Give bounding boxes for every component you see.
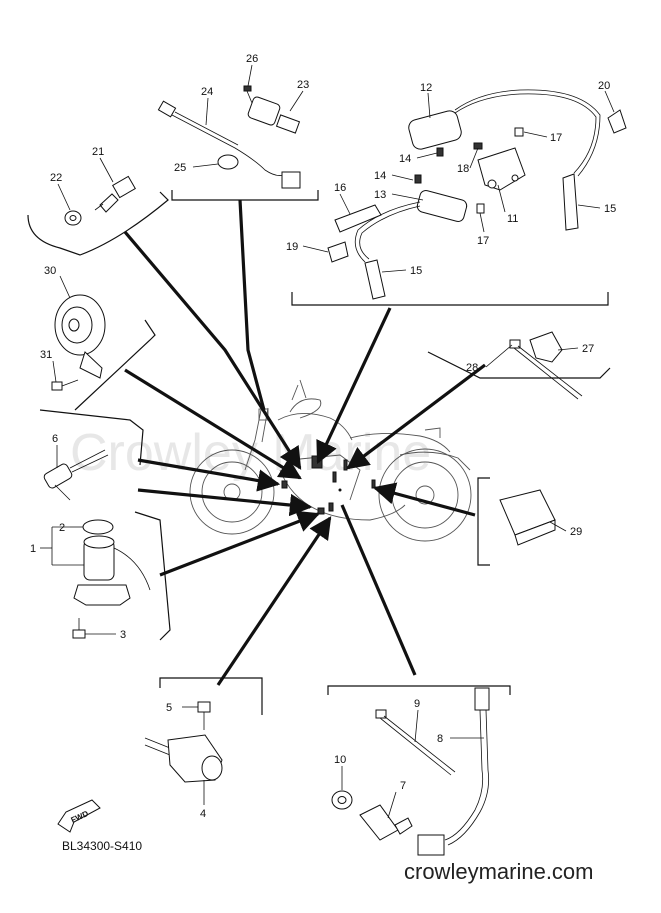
callout-29: 29 xyxy=(570,526,582,538)
callout-1: 1 xyxy=(30,543,36,555)
part-30-horn xyxy=(54,294,106,379)
part-24-lead-wire xyxy=(157,100,301,189)
heavy-leaders xyxy=(123,199,486,686)
part-13-ignition-coil xyxy=(354,190,468,263)
part-14-bolt-lower xyxy=(414,174,422,184)
callout-numbers: 1 2 3 4 5 6 7 8 9 10 11 12 13 14 14 15 1… xyxy=(30,53,616,820)
callout-20: 20 xyxy=(598,80,610,92)
callout-3: 3 xyxy=(120,629,126,641)
part-5-bolt xyxy=(197,701,211,730)
part-23-sensor xyxy=(247,96,301,134)
callout-17-upper: 17 xyxy=(550,132,562,144)
part-26-bolt xyxy=(243,85,253,104)
callout-21: 21 xyxy=(92,146,104,158)
callout-23: 23 xyxy=(297,79,309,91)
callout-25: 25 xyxy=(174,162,186,174)
callout-8: 8 xyxy=(437,733,443,745)
callout-5: 5 xyxy=(166,702,172,714)
part-27-clamp xyxy=(529,331,563,363)
group-brackets xyxy=(27,190,611,715)
fwd-arrow-icon: FWD xyxy=(57,799,101,833)
callout-7: 7 xyxy=(400,780,406,792)
callout-9: 9 xyxy=(414,698,420,710)
part-25-clamp xyxy=(217,154,239,170)
callout-11: 11 xyxy=(507,213,518,225)
part-17-collar-lower xyxy=(476,203,485,214)
site-watermark: crowleymarine.com xyxy=(404,859,594,884)
part-7-spark-plug xyxy=(359,804,413,841)
part-12-ignition-coil xyxy=(408,89,601,177)
part-15-plug-cap-left xyxy=(364,259,386,300)
callout-14-lower: 14 xyxy=(374,170,386,182)
part-16-tube xyxy=(334,204,382,233)
part-11-bracket xyxy=(477,147,526,191)
callout-24: 24 xyxy=(201,86,213,98)
callout-6: 6 xyxy=(52,433,58,445)
callout-27: 27 xyxy=(582,343,594,355)
callout-19: 19 xyxy=(286,241,298,253)
part-19-clip xyxy=(327,241,349,263)
callout-18: 18 xyxy=(457,163,469,175)
callout-2: 2 xyxy=(59,522,65,534)
callout-4: 4 xyxy=(200,808,206,820)
part-21-sensor xyxy=(94,175,136,213)
callout-22: 22 xyxy=(50,172,62,184)
callout-10: 10 xyxy=(334,754,346,766)
part-17-collar xyxy=(514,127,524,137)
part-31-bolt xyxy=(51,379,79,391)
part-10-washer xyxy=(331,790,353,810)
callout-16: 16 xyxy=(334,182,346,194)
callout-31: 31 xyxy=(40,349,52,361)
part-3-bolt xyxy=(72,618,86,639)
callout-28: 28 xyxy=(466,362,478,374)
part-15-plug-cap-right xyxy=(562,173,579,231)
part-28-cable-tie xyxy=(509,339,583,400)
callout-26: 26 xyxy=(246,53,258,65)
part-14-bolt xyxy=(436,147,444,157)
part-4-sensor xyxy=(144,734,223,783)
callout-17-lower: 17 xyxy=(477,235,489,247)
part-1-sensor xyxy=(73,535,151,606)
part-9-cable-tie xyxy=(375,709,456,776)
part-2-o-ring xyxy=(82,519,114,535)
part-20-clip xyxy=(607,109,627,134)
callout-12: 12 xyxy=(420,82,432,94)
callout-30: 30 xyxy=(44,265,56,277)
callout-15-right: 15 xyxy=(604,203,616,215)
part-29-relay xyxy=(499,489,556,546)
part-8-harness xyxy=(417,687,490,856)
callout-14-upper: 14 xyxy=(399,153,411,165)
callout-leaders xyxy=(40,64,615,819)
diagram-code: BL34300-S410 xyxy=(62,839,143,853)
callout-15-left: 15 xyxy=(410,265,422,277)
callout-13: 13 xyxy=(374,189,386,201)
part-6-sensor xyxy=(43,449,109,501)
